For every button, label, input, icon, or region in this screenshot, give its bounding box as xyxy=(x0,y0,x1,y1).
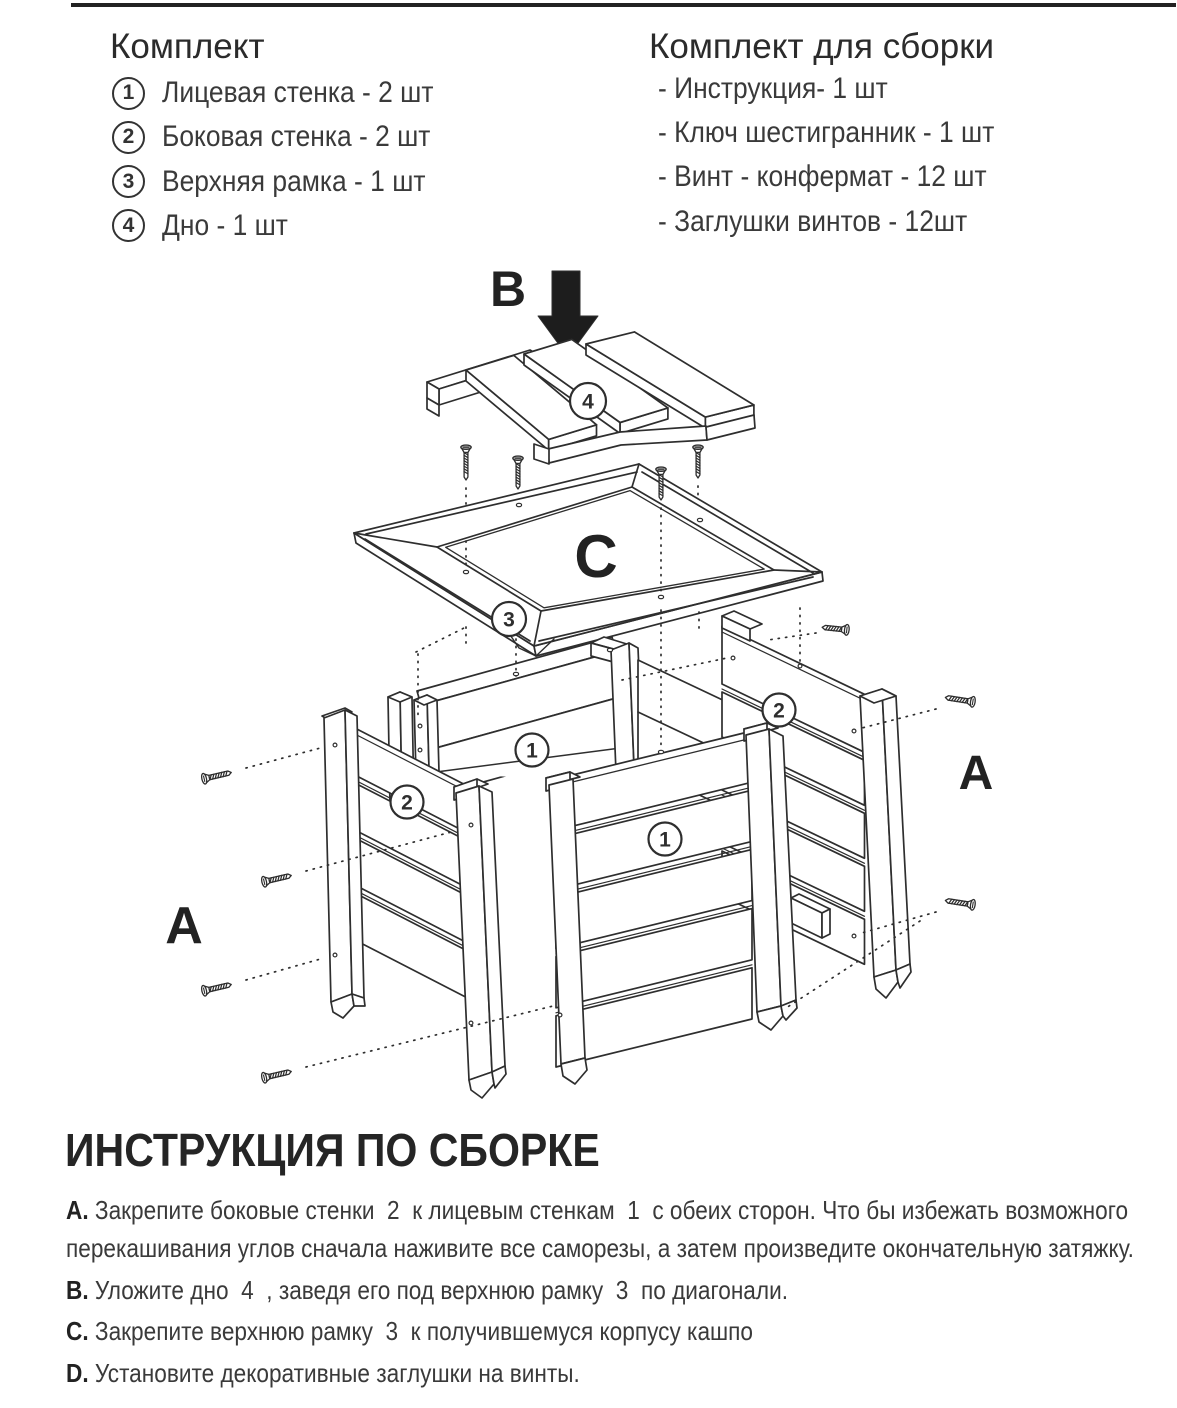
svg-text:1: 1 xyxy=(659,829,671,852)
svg-text:C: C xyxy=(574,523,617,590)
svg-text:2: 2 xyxy=(773,700,785,723)
svg-text:3: 3 xyxy=(503,609,515,632)
svg-text:2: 2 xyxy=(401,792,413,815)
svg-text:A: A xyxy=(959,747,994,800)
svg-text:A: A xyxy=(165,897,203,955)
svg-text:4: 4 xyxy=(582,391,594,414)
svg-text:B: B xyxy=(490,261,526,317)
svg-text:1: 1 xyxy=(526,740,538,763)
